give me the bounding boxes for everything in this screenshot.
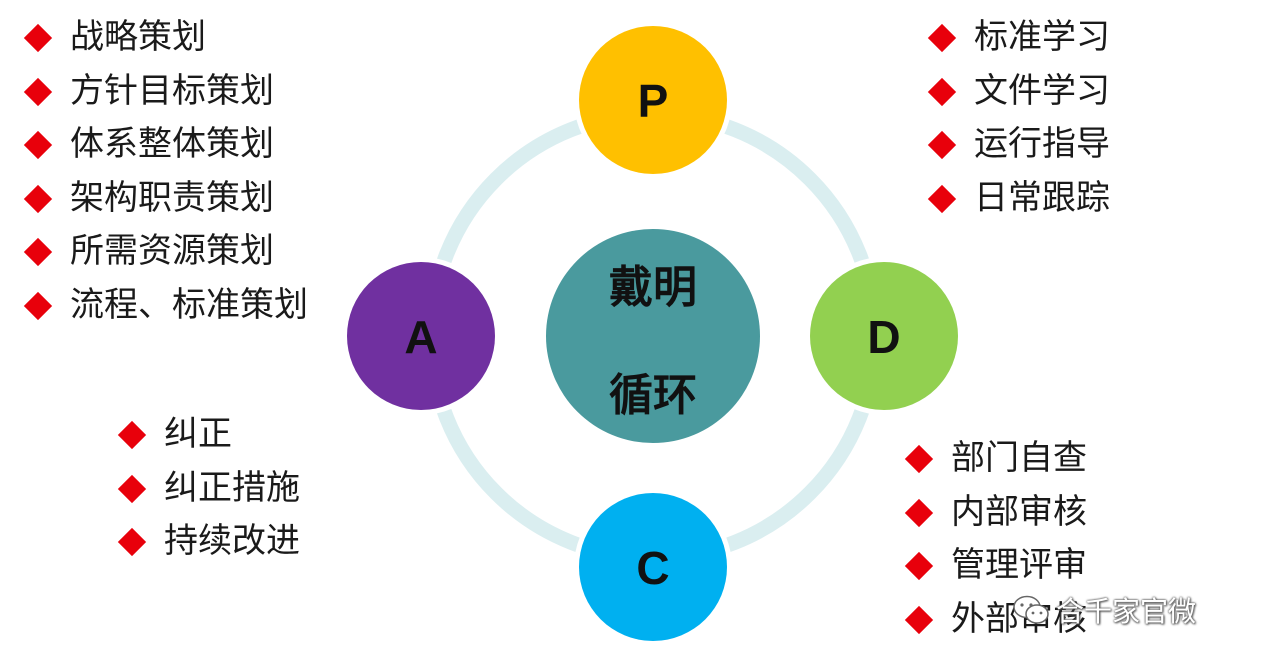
- list-item: 体系整体策划: [23, 118, 308, 172]
- diamond-bullet-icon: [23, 77, 53, 106]
- do-list: 标准学习 文件学习 运行指导 日常跟踪: [927, 11, 1110, 226]
- diamond-bullet-icon: [904, 444, 934, 474]
- list-item-label: 部门自查: [951, 438, 1087, 478]
- diamond-bullet-icon: [117, 527, 147, 557]
- watermark: 合千家官微: [1012, 590, 1196, 630]
- check-list: 部门自查 内部审核 管理评审 外部审核: [904, 432, 1087, 646]
- node-c-letter: C: [636, 542, 669, 594]
- list-item: 部门自查: [904, 432, 1087, 486]
- diamond-bullet-icon: [904, 498, 934, 527]
- diamond-bullet-icon: [904, 605, 934, 634]
- list-item: 内部审核: [904, 486, 1087, 540]
- center-title-line1: 戴明: [609, 262, 697, 313]
- diamond-bullet-icon: [927, 130, 957, 160]
- node-c: C: [574, 488, 732, 646]
- diamond-bullet-icon: [904, 551, 934, 581]
- act-list: 纠正 纠正措施 持续改进: [117, 408, 300, 569]
- node-a-circle: [347, 262, 495, 410]
- list-item-label: 方针目标策划: [70, 70, 274, 111]
- diamond-bullet-icon: [23, 130, 53, 160]
- diamond-bullet-icon: [23, 237, 53, 267]
- list-item-label: 日常跟踪: [974, 177, 1110, 218]
- diamond-bullet-icon: [23, 23, 53, 53]
- node-p-circle: [579, 26, 727, 174]
- list-item: 持续改进: [117, 515, 300, 569]
- diamond-bullet-icon: [927, 23, 957, 53]
- list-item: 运行指导: [927, 118, 1110, 172]
- node-d: D: [805, 257, 963, 415]
- list-item: 管理评审: [904, 539, 1087, 593]
- list-item: 标准学习: [927, 11, 1110, 65]
- center-circle: [546, 229, 760, 443]
- list-item-label: 所需资源策划: [70, 231, 274, 271]
- list-item: 纠正措施: [117, 462, 300, 516]
- list-item-label: 管理评审: [951, 545, 1087, 585]
- list-item-label: 架构职责策划: [70, 177, 274, 218]
- list-item-label: 战略策划: [70, 17, 206, 57]
- node-p-letter: P: [638, 75, 669, 127]
- watermark-text: 合千家官微: [1056, 595, 1197, 628]
- diamond-bullet-icon: [117, 474, 147, 503]
- center-title-line2: 循环: [609, 370, 697, 421]
- list-item-label: 流程、标准策划: [70, 284, 308, 325]
- list-item-label: 内部审核: [951, 491, 1087, 532]
- list-item: 流程、标准策划: [23, 279, 308, 333]
- node-d-letter: D: [867, 311, 900, 363]
- list-item-label: 文件学习: [974, 70, 1110, 111]
- list-item-label: 纠正措施: [164, 467, 300, 508]
- list-item: 文件学习: [927, 65, 1110, 119]
- list-item-label: 运行指导: [974, 124, 1110, 164]
- diamond-bullet-icon: [117, 420, 147, 450]
- list-item-label: 体系整体策划: [70, 124, 274, 164]
- list-item-label: 标准学习: [974, 17, 1110, 57]
- list-item: 方针目标策划: [23, 65, 308, 119]
- node-d-circle: [810, 262, 958, 410]
- node-a: A: [342, 257, 500, 415]
- list-item: 纠正: [117, 408, 300, 462]
- node-a-letter: A: [404, 311, 437, 363]
- list-item: 日常跟踪: [927, 172, 1110, 226]
- list-item-label: 持续改进: [164, 521, 300, 561]
- node-c-circle: [579, 493, 727, 641]
- wechat-icon: [1013, 595, 1049, 624]
- list-item-label: 纠正: [164, 414, 232, 454]
- diamond-bullet-icon: [927, 77, 957, 106]
- plan-list: 战略策划 方针目标策划 体系整体策划 架构职责策划 所需资源策划 流程、标准策划: [23, 11, 308, 333]
- list-item: 战略策划: [23, 11, 308, 65]
- diamond-bullet-icon: [23, 291, 53, 320]
- diamond-bullet-icon: [23, 184, 53, 213]
- diamond-bullet-icon: [927, 184, 957, 213]
- list-item: 架构职责策划: [23, 172, 308, 226]
- node-p: P: [574, 21, 732, 179]
- list-item: 所需资源策划: [23, 225, 308, 279]
